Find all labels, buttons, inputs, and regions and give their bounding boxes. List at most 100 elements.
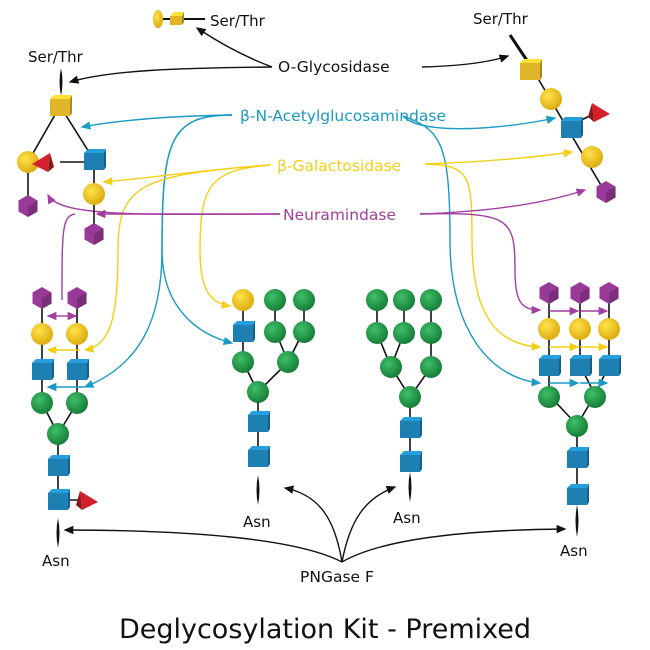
glcnac-cube-side bbox=[268, 446, 270, 467]
fucose-pyramid bbox=[592, 103, 610, 122]
mannose-sphere bbox=[293, 321, 315, 343]
glcnac-cube bbox=[400, 455, 420, 472]
galnac-cube-top bbox=[170, 12, 184, 16]
mannose-sphere bbox=[247, 381, 269, 403]
arrow-hexnac-to-n4 bbox=[402, 115, 542, 387]
mannose-sphere bbox=[293, 289, 315, 311]
glcnac-cube-top bbox=[599, 355, 621, 359]
mannose-sphere bbox=[420, 322, 442, 344]
enzyme-galactosidase: β-Galactosidase bbox=[277, 157, 401, 175]
mannose-sphere bbox=[366, 322, 388, 344]
mannose-sphere bbox=[584, 386, 606, 408]
glcnac-cube-side bbox=[268, 411, 270, 432]
glcnac-cube-top bbox=[32, 359, 54, 363]
galnac-cube bbox=[520, 63, 540, 80]
mannose-sphere bbox=[399, 386, 421, 408]
glcnac-cube-top bbox=[233, 321, 255, 325]
glcnac-cube-top bbox=[48, 489, 70, 493]
mannose-sphere bbox=[264, 321, 286, 343]
galactose-sphere bbox=[540, 88, 562, 110]
glcnac-cube bbox=[48, 459, 68, 476]
mannose-sphere bbox=[420, 356, 442, 378]
arrow-pngase-to-n2 bbox=[283, 485, 343, 563]
glcnac-cube-side bbox=[619, 355, 621, 376]
peptide-linkage bbox=[575, 505, 579, 537]
mannose-sphere bbox=[393, 322, 415, 344]
site-label-asn-2: Asn bbox=[243, 513, 271, 531]
sialic-acid-shade bbox=[42, 292, 52, 309]
mannose-sphere bbox=[232, 351, 254, 373]
site-label-asn-4: Asn bbox=[560, 542, 588, 560]
glcnac-cube-top bbox=[400, 451, 422, 455]
galnac-cube-side bbox=[540, 59, 542, 80]
glcnac-cube-side bbox=[104, 149, 106, 170]
site-label-top-right: Ser/Thr bbox=[473, 10, 529, 28]
mannose-sphere bbox=[366, 289, 388, 311]
mannose-sphere bbox=[31, 392, 53, 414]
enzyme-hexnacase: β-N-Acetylglucosamindase bbox=[240, 107, 446, 125]
glcnac-cube-top bbox=[400, 417, 422, 421]
glcnac-cube bbox=[84, 153, 104, 170]
sialic-acid-shade bbox=[77, 292, 87, 309]
galnac-cube bbox=[50, 99, 70, 116]
peptide-linkage bbox=[256, 475, 260, 505]
glcnac-cube-top bbox=[567, 484, 589, 488]
mannose-sphere bbox=[47, 423, 69, 445]
glcnac-cube-side bbox=[253, 321, 255, 342]
glcnac-cube-side bbox=[68, 489, 70, 510]
mannose-sphere bbox=[277, 351, 299, 373]
glycan-structures bbox=[17, 10, 621, 548]
arrow-pngase-to-n1 bbox=[63, 525, 343, 563]
mannose-sphere bbox=[66, 392, 88, 414]
glcnac-cube-top bbox=[67, 359, 89, 363]
arrow-o-glyco-to-top-left bbox=[68, 66, 273, 84]
glcnac-cube-side bbox=[581, 117, 583, 138]
diagram-title: Deglycosylation Kit - Premixed bbox=[119, 614, 531, 645]
galnac-cube-top bbox=[50, 95, 72, 99]
site-label-asn-3: Asn bbox=[393, 509, 421, 527]
galactose-sphere bbox=[598, 318, 620, 340]
galactose-sphere bbox=[581, 146, 603, 168]
arrow-neu-to-top-right bbox=[419, 188, 587, 215]
galactose-sphere bbox=[17, 151, 39, 173]
glcnac-cube bbox=[400, 421, 420, 438]
glcnac-cube bbox=[567, 451, 587, 468]
galactose-sphere bbox=[66, 323, 88, 345]
peptide-linkage bbox=[59, 68, 63, 96]
galnac-cube bbox=[170, 16, 182, 25]
glcnac-cube-top bbox=[248, 446, 270, 450]
fucose-pyramid-shade bbox=[48, 153, 54, 172]
arrow-neu-to-n4 bbox=[419, 212, 542, 315]
neuraminidase-arrows bbox=[47, 188, 587, 315]
glcnac-cube-side bbox=[420, 417, 422, 438]
enzyme-o-glycosidase: O-Glycosidase bbox=[278, 58, 390, 76]
sialic-acid-shade bbox=[549, 287, 559, 304]
glcnac-cube bbox=[32, 363, 52, 380]
fucose-pyramid-shade bbox=[76, 491, 82, 510]
fucose-pyramid bbox=[32, 153, 50, 172]
glcnac-cube bbox=[233, 325, 253, 342]
sialic-acid-shade bbox=[580, 287, 590, 304]
arrow-pngase-to-n3 bbox=[341, 485, 397, 563]
glcnac-cube-side bbox=[587, 447, 589, 468]
arrow-hexnac-to-n2 bbox=[161, 114, 234, 346]
glcnac-cube bbox=[67, 363, 87, 380]
galactosidase-arrows bbox=[83, 149, 574, 353]
glcnac-cube-side bbox=[52, 359, 54, 380]
glcnac-cube-side bbox=[590, 355, 592, 376]
glcnac-cube-side bbox=[87, 359, 89, 380]
glcnac-cube-side bbox=[68, 455, 70, 476]
sialic-acid-shade bbox=[606, 186, 616, 203]
glcnac-cube-side bbox=[559, 355, 561, 376]
glcnac-cube-top bbox=[248, 411, 270, 415]
arrow-neu-to-top-left bbox=[47, 193, 281, 215]
arrow-hexnac-to-top-left bbox=[80, 114, 233, 130]
site-label-top-center: Ser/Thr bbox=[210, 12, 266, 30]
arrow-gal-to-n1 bbox=[83, 164, 271, 353]
arrow-pngase-to-n4 bbox=[341, 524, 567, 563]
galactose-sphere bbox=[153, 10, 163, 28]
mannose-sphere bbox=[393, 289, 415, 311]
galnac-cube-side bbox=[182, 12, 184, 25]
fucose-pyramid-shade bbox=[588, 103, 594, 122]
